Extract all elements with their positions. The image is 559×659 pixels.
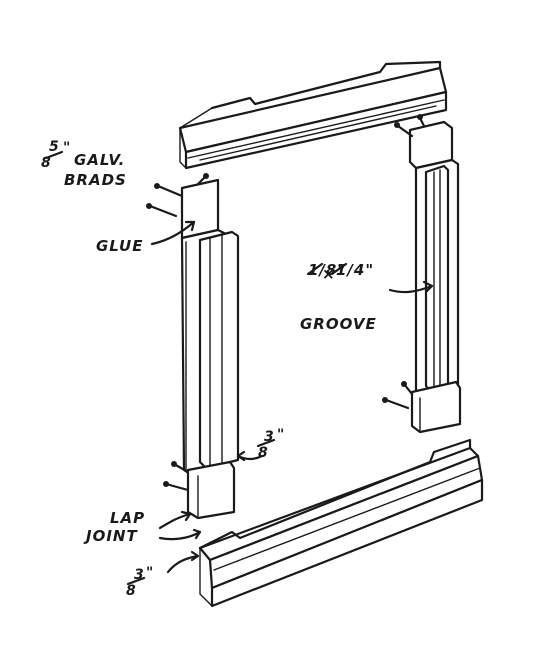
bottom-fraction-den: 8 xyxy=(126,583,136,599)
brads-inch-mark: " xyxy=(63,140,71,156)
leader-arrows xyxy=(150,220,434,574)
right-stile xyxy=(408,120,462,434)
groove-times-sign: × xyxy=(322,265,336,283)
brads-fraction-num: 5 xyxy=(49,139,59,155)
groove-dimension-b: 1/4" xyxy=(336,261,375,279)
depth-fraction-num: 3 xyxy=(264,429,274,445)
brads-label-line2: BRADS xyxy=(64,171,127,189)
depth-inch-mark: " xyxy=(277,427,285,443)
brads-label-line1: GALV. xyxy=(74,151,126,169)
groove-label: GROOVE xyxy=(300,315,377,333)
lap-joint-line2: JOINT xyxy=(86,527,138,545)
groove-dimension-a: 1/8" xyxy=(308,261,347,279)
depth-fraction-den: 8 xyxy=(258,445,268,461)
fraction-bars xyxy=(44,150,348,586)
bottom-fraction-num: 3 xyxy=(134,567,144,583)
lap-joint-line1: LAP xyxy=(110,509,146,527)
brads-fraction-den: 8 xyxy=(41,155,51,171)
left-stile xyxy=(180,178,240,520)
glue-label: GLUE xyxy=(96,237,144,255)
bottom-inch-mark: " xyxy=(146,565,154,581)
top-rail xyxy=(178,60,448,170)
brads xyxy=(146,114,426,492)
bottom-rail xyxy=(198,438,484,608)
